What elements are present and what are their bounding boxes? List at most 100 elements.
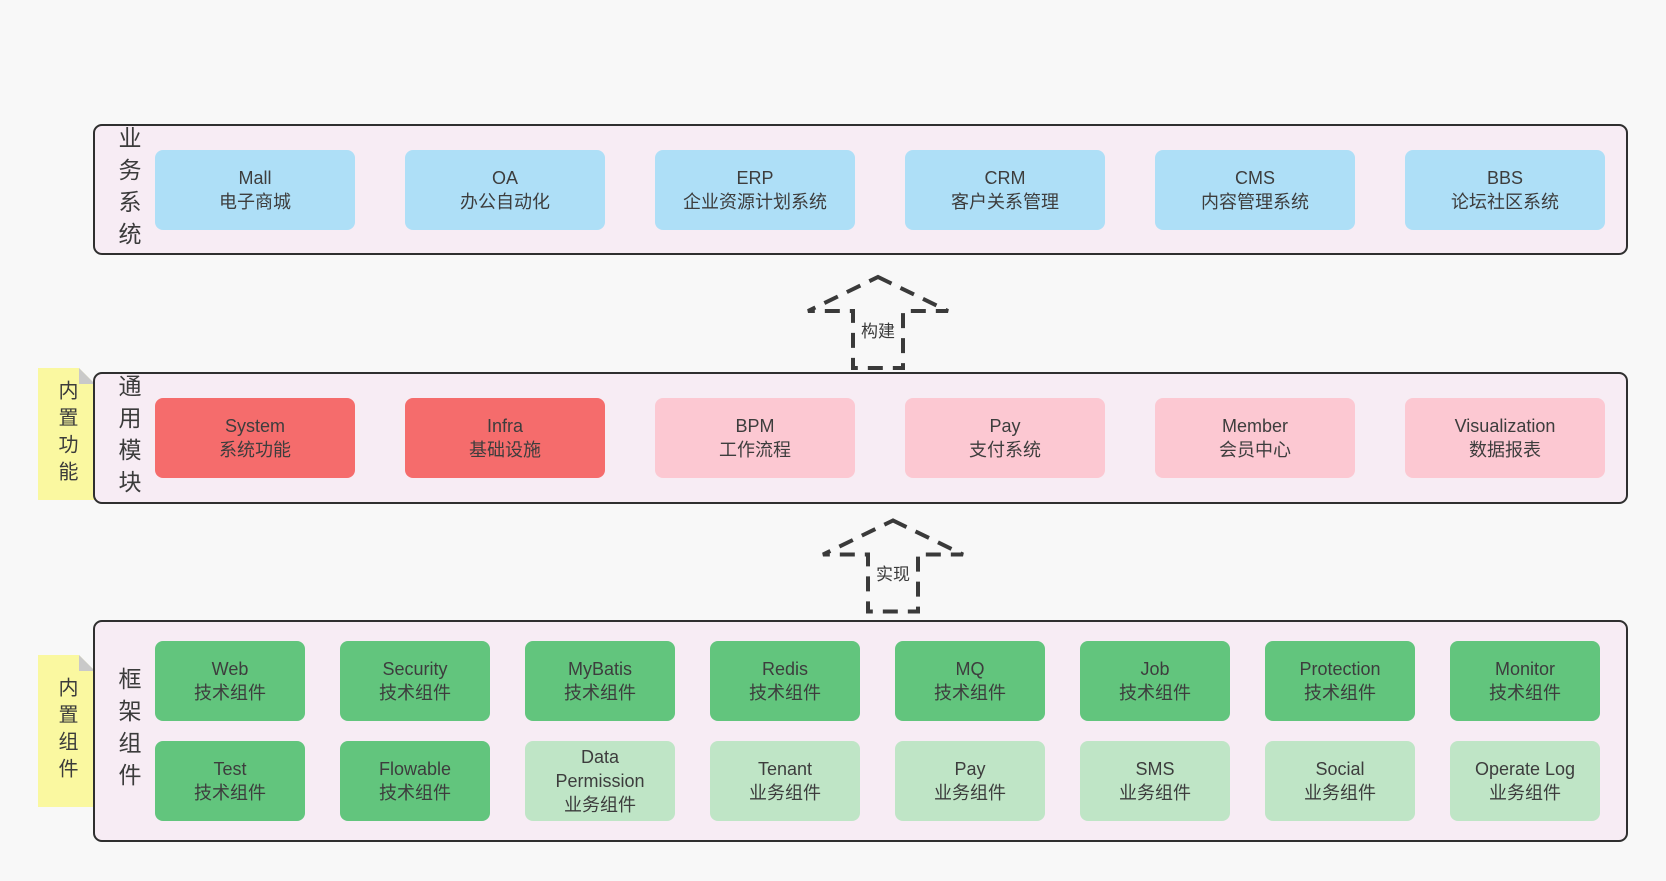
box-subtitle: 数据报表 (1469, 440, 1541, 460)
box-subtitle: 内容管理系统 (1201, 191, 1309, 212)
box-title: Infra (486, 416, 524, 436)
sticky-note-label: 内置功能 (55, 380, 77, 488)
box-title: Test (213, 759, 247, 779)
box-mybatis: MyBatis 技术组件 (525, 641, 675, 721)
band-business-systems: 业务系统 Mall 电子商城 OA 办公自动化 ERP 企业资源计划系统 CRM… (93, 124, 1628, 255)
box-title: ERP (736, 167, 774, 188)
box-operate-log: Operate Log 业务组件 (1450, 741, 1600, 821)
box-title: Monitor (1494, 659, 1556, 679)
box-tenant: Tenant 业务组件 (710, 741, 860, 821)
box-crm: CRM 客户关系管理 (905, 149, 1105, 230)
box-title: Mall (238, 167, 272, 188)
box-subtitle: 技术组件 (564, 683, 636, 703)
sticky-note-label: 内置组件 (55, 677, 77, 785)
box-pay-component: Pay 业务组件 (895, 741, 1045, 821)
box-erp: ERP 企业资源计划系统 (655, 149, 855, 230)
box-title: Security (382, 659, 448, 679)
box-title: Protection (1299, 659, 1381, 679)
sticky-note-paper (38, 368, 95, 500)
arrow-label: 构建 (858, 315, 898, 344)
box-visualization: Visualization 数据报表 (1405, 398, 1605, 478)
box-subtitle: 技术组件 (194, 783, 266, 803)
box-title: Job (1140, 659, 1170, 679)
arrow-label: 实现 (873, 558, 913, 587)
box-member: Member 会员中心 (1155, 398, 1355, 478)
box-title: Tenant (757, 759, 813, 779)
sticky-note-builtin-features: 内置功能 (38, 368, 95, 500)
band-content: Web 技术组件 Security 技术组件 MyBatis 技术组件 Redi… (155, 622, 1612, 840)
box-subtitle: 业务组件 (1489, 783, 1561, 803)
box-title: Pay (989, 416, 1021, 436)
box-title: BPM (735, 416, 775, 436)
box-subtitle: 业务组件 (1119, 783, 1191, 803)
box-title: Operate Log (1474, 759, 1576, 779)
up-arrow-outline-icon (807, 274, 949, 370)
box-subtitle: 技术组件 (1119, 683, 1191, 703)
box-subtitle: 基础设施 (469, 440, 541, 460)
box-mall: Mall 电子商城 (155, 149, 355, 230)
box-subtitle: 技术组件 (194, 683, 266, 703)
band-common-modules: 通用模块 System 系统功能 Infra 基础设施 BPM 工作流程 Pay… (93, 372, 1628, 504)
box-job: Job 技术组件 (1080, 641, 1230, 721)
box-infra: Infra 基础设施 (405, 398, 605, 478)
box-subtitle: 企业资源计划系统 (683, 191, 827, 212)
box-title: System (224, 416, 285, 436)
box-subtitle: 业务组件 (749, 783, 821, 803)
box-social: Social 业务组件 (1265, 741, 1415, 821)
box-subtitle: 技术组件 (379, 683, 451, 703)
box-subtitle: 会员中心 (1219, 440, 1291, 460)
band-content: System 系统功能 Infra 基础设施 BPM 工作流程 Pay 支付系统… (155, 374, 1612, 502)
box-title: Data Permission (555, 747, 645, 791)
box-system: System 系统功能 (155, 398, 355, 478)
box-title: Member (1221, 416, 1288, 436)
sticky-note-builtin-components: 内置组件 (38, 655, 95, 807)
box-title: Pay (954, 759, 986, 779)
box-subtitle: 办公自动化 (460, 191, 550, 212)
band-label: 通用模块 (115, 374, 141, 502)
box-bpm: BPM 工作流程 (655, 398, 855, 478)
arrow-build: 构建 (806, 273, 950, 370)
up-arrow-outline-icon (822, 518, 964, 614)
box-data-permission: Data Permission 业务组件 (525, 741, 675, 821)
box-title: MQ (955, 659, 985, 679)
box-subtitle: 技术组件 (1304, 683, 1376, 703)
box-title: Flowable (378, 759, 452, 779)
box-subtitle: 技术组件 (749, 683, 821, 703)
box-title: Redis (761, 659, 809, 679)
box-subtitle: 客户关系管理 (951, 191, 1059, 212)
box-bbs: BBS 论坛社区系统 (1405, 149, 1605, 230)
box-mq: MQ 技术组件 (895, 641, 1045, 721)
box-title: OA (491, 167, 518, 188)
band-label: 业务系统 (115, 125, 141, 254)
box-title: Visualization (1454, 416, 1556, 436)
box-title: BBS (1486, 167, 1524, 188)
box-subtitle: 技术组件 (1489, 683, 1561, 703)
box-cms: CMS 内容管理系统 (1155, 149, 1355, 230)
box-title: Web (211, 659, 249, 679)
box-subtitle: 技术组件 (934, 683, 1006, 703)
box-redis: Redis 技术组件 (710, 641, 860, 721)
box-subtitle: 工作流程 (719, 440, 791, 460)
box-pay-module: Pay 支付系统 (905, 398, 1105, 478)
box-test: Test 技术组件 (155, 741, 305, 821)
box-subtitle: 业务组件 (1304, 783, 1376, 803)
box-subtitle: 业务组件 (934, 783, 1006, 803)
box-security: Security 技术组件 (340, 641, 490, 721)
band-content: Mall 电子商城 OA 办公自动化 ERP 企业资源计划系统 CRM 客户关系… (155, 126, 1612, 253)
box-subtitle: 电子商城 (219, 191, 291, 212)
box-title: CRM (984, 167, 1026, 188)
box-protection: Protection 技术组件 (1265, 641, 1415, 721)
box-monitor: Monitor 技术组件 (1450, 641, 1600, 721)
band-label: 框架组件 (115, 667, 141, 795)
box-title: SMS (1135, 759, 1175, 779)
box-title: CMS (1235, 167, 1275, 188)
band-framework-components: 框架组件 Web 技术组件 Security 技术组件 MyBatis 技术组件… (93, 620, 1628, 842)
box-title: Social (1315, 759, 1365, 779)
box-subtitle: 支付系统 (969, 440, 1041, 460)
sticky-note-paper (38, 655, 95, 807)
box-oa: OA 办公自动化 (405, 149, 605, 230)
box-sms: SMS 业务组件 (1080, 741, 1230, 821)
box-subtitle: 技术组件 (379, 783, 451, 803)
arrow-implement: 实现 (821, 516, 965, 614)
